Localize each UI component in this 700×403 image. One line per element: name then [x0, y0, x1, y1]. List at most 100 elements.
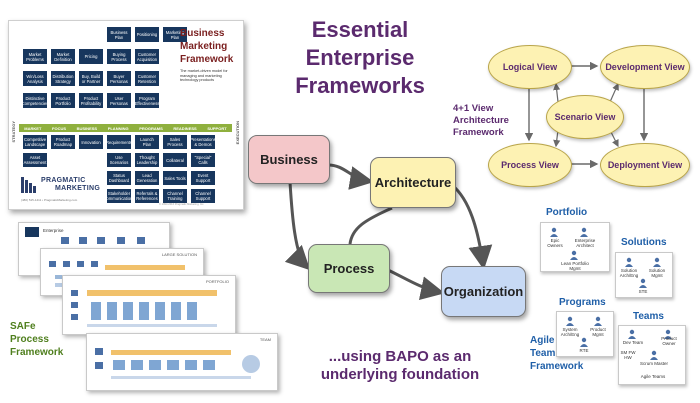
pm-lower-box: Status Dashboard: [107, 171, 131, 185]
pm-band-label: PROGRAMS: [139, 125, 163, 131]
portfolio-label: Portfolio: [546, 207, 588, 218]
pm-upper-box: User Personas: [107, 93, 131, 108]
title-line: Essential: [311, 17, 409, 42]
pm-logo-line: MARKETING: [55, 185, 101, 192]
tagline-line: underlying foundation: [320, 366, 480, 383]
pm-upper-box: Market Definition: [51, 49, 75, 64]
pm-title-line: Framework: [180, 54, 234, 65]
role-label: Product Owner: [661, 336, 677, 346]
pm-lower-box: Innovation: [79, 135, 103, 149]
pm-upper-box: Business Plan: [107, 27, 131, 42]
atf-label-line: Team: [530, 348, 556, 359]
pm-lower-box: Channel Training: [163, 189, 187, 203]
role-label: SM FW HW: [620, 350, 636, 360]
person-icon: [653, 257, 661, 267]
pm-upper-box: Market Problems: [23, 49, 47, 64]
pm-lower-box: Sales Tools: [163, 171, 187, 185]
organization-box: Organization: [441, 266, 526, 317]
atf-label-line: Framework: [530, 361, 584, 372]
pm-contact: (480) 515-1411 • PragmaticMarketing.com: [21, 198, 78, 202]
pm-band-label: BUSINESS: [76, 125, 98, 131]
pm-upper-box: Distinctive Competencies: [23, 93, 47, 108]
agile-team-framework-label: Agile Team Framework: [530, 334, 610, 373]
programs-label: Programs: [559, 297, 606, 308]
programs-card: System Arch/Eng Product Mgmt RTE: [556, 311, 614, 357]
view-label-line: Framework: [453, 127, 504, 138]
pragmatic-logo-icon: [21, 177, 36, 193]
pm-upper-box: Customer Acquisition: [135, 49, 159, 64]
title-line: Enterprise: [305, 45, 415, 70]
pm-lower-box: Collateral: [163, 153, 187, 167]
role-label: STE: [638, 289, 648, 294]
person-icon: [570, 250, 578, 260]
safe-label-line: Framework: [10, 347, 64, 358]
solutions-label: Solutions: [621, 237, 667, 248]
solutions-card: Solution Arch/Eng Solution Mgmt STE: [615, 252, 673, 298]
pm-upper-box: Product Portfolio: [51, 93, 75, 108]
role-label: Lean Portfolio Mgmt: [561, 261, 589, 271]
arrow-architecture-organization: [451, 183, 493, 270]
role-label: Dev Team: [622, 340, 644, 345]
role-label: Product Mgmt: [590, 327, 606, 337]
safe-team-art: [95, 348, 260, 379]
pm-band-label: SUPPORT: [207, 125, 227, 131]
logical-view-ellipse: Logical View: [488, 45, 572, 89]
pm-logo-text: PRAGMATIC MARKETING: [41, 177, 100, 193]
pm-lower-box: "Special" Calls: [191, 153, 215, 167]
pm-upper-box: Marketing Plan: [163, 27, 187, 42]
page-title: Essential Enterprise Frameworks: [270, 16, 450, 100]
role-label: RTE: [579, 348, 589, 353]
person-icon: [625, 257, 633, 267]
pm-upper-box: Win/Loss Analysis: [23, 71, 47, 86]
pm-band-label: MARKET: [24, 125, 42, 131]
safe-card-team: TEAM: [86, 333, 278, 391]
pm-subtitle: The market-driven model for managing and…: [180, 69, 228, 83]
view-label-line: Architecture: [453, 115, 509, 126]
pm-lower-box: Channel Support: [191, 189, 215, 203]
pm-lower-box: Referrals & References: [135, 189, 159, 203]
pm-lower-box: Thought Leadership: [135, 153, 159, 167]
portfolio-card: Epic Owners Enterprise Architect Lean Po…: [540, 222, 610, 272]
pm-band-label: PLANNING: [107, 125, 129, 131]
tagline-line: ...using BAPO as an: [328, 348, 472, 365]
deployment-view-ellipse: Deployment View: [600, 143, 690, 187]
person-icon: [650, 350, 658, 360]
pm-lower-box: Product Roadmap: [51, 135, 75, 149]
pm-footer: © 1993-2016 Pragmatic Marketing, Inc.: [159, 203, 205, 206]
scenario-view-ellipse: Scenario View: [546, 95, 624, 139]
safe-enterprise-tile: [25, 227, 39, 237]
process-box: Process: [308, 244, 390, 293]
view-label-line: 4+1 View: [453, 103, 494, 114]
pm-upper-box: Buyer Personas: [107, 71, 131, 86]
pm-lower-box: Event Support: [191, 171, 215, 185]
person-icon: [639, 278, 647, 288]
pm-upper-box: Positioning: [135, 27, 159, 42]
business-box: Business: [248, 135, 330, 184]
safe-card-header: PORTFOLIO: [205, 279, 229, 284]
pm-lower-box: Requirements: [107, 135, 131, 149]
pm-upper-box: Pricing: [79, 49, 103, 64]
pm-lower-box: Asset Assessment: [23, 153, 47, 167]
bapo-tagline: ...using BAPO as an underlying foundatio…: [300, 348, 500, 384]
pm-upper-box: Product Profitability: [79, 93, 103, 108]
safe-card-header: Enterprise: [43, 228, 64, 233]
role-label: Agile Teams: [640, 374, 666, 379]
four-plus-one-label: 4+1 View Architecture Framework: [453, 103, 523, 139]
role-label: System Arch/Eng: [560, 327, 580, 337]
person-icon: [580, 337, 588, 347]
pm-title-line: Marketing: [180, 41, 228, 52]
safe-label: SAFe Process Framework: [10, 320, 80, 359]
safe-label-line: SAFe: [10, 321, 36, 332]
pm-upper-box: Buy, Build or Partner: [79, 71, 103, 86]
pm-lower-box: Use Scenarios: [107, 153, 131, 167]
pm-title-line: Business: [180, 28, 225, 39]
arrow-process-organization: [387, 268, 445, 301]
pm-lower-box: Presentations & Demos: [191, 135, 215, 149]
pm-upper-box: Buying Process: [107, 49, 131, 64]
role-label: Enterprise Architect: [574, 238, 596, 248]
pm-title: Business Marketing Framework: [180, 27, 250, 66]
teams-label: Teams: [633, 311, 664, 322]
person-icon: [628, 329, 636, 339]
pm-band-label: FOCUS: [52, 125, 67, 131]
